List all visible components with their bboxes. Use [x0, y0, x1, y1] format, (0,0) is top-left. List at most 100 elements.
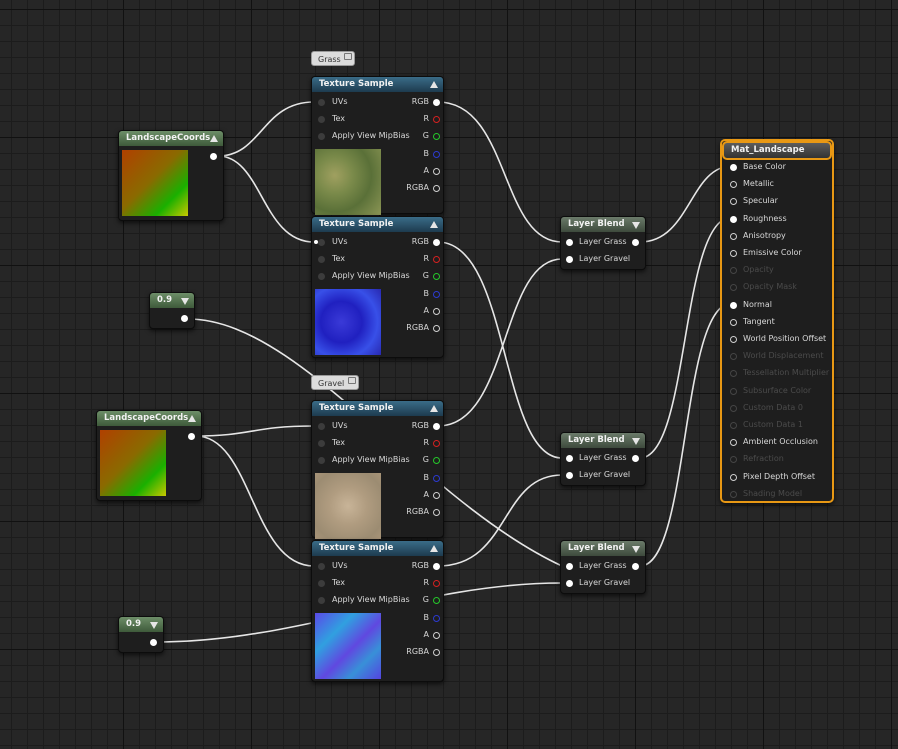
comment-gravel[interactable]: Gravel [311, 375, 359, 390]
pin-r-output[interactable] [433, 256, 440, 263]
node-header[interactable]: Layer Blend [561, 217, 645, 232]
pin-output[interactable] [210, 153, 217, 160]
pin-b-output[interactable] [433, 151, 440, 158]
pin-rgb-output[interactable] [433, 239, 440, 246]
layer-blend-node-albedo[interactable]: Layer Blend Layer Grass Layer Gravel [560, 216, 646, 270]
pin-a-output[interactable] [433, 308, 440, 315]
pin-uvs-input[interactable] [318, 99, 325, 106]
texture-sample-node-grass-normal[interactable]: Texture Sample UVs Tex Apply View MipBia… [311, 216, 444, 358]
pin-a-output[interactable] [433, 492, 440, 499]
collapse-triangle-icon[interactable] [430, 81, 438, 88]
pin-layer-grass-input[interactable] [566, 563, 573, 570]
landscape-coords-node-2[interactable]: LandscapeCoords [96, 410, 202, 501]
constant-node-1[interactable]: 0.9 [149, 292, 195, 329]
pin-layer-gravel-input[interactable] [566, 256, 573, 263]
pin-r-output[interactable] [433, 440, 440, 447]
texture-sample-node-gravel-albedo[interactable]: Texture Sample UVs Tex Apply View MipBia… [311, 400, 444, 539]
pin-rgb-output[interactable] [433, 563, 440, 570]
material-input-pin[interactable] [730, 198, 737, 206]
material-input-pin[interactable] [730, 250, 737, 257]
pin-layer-grass-input[interactable] [566, 455, 573, 462]
pin-r-output[interactable] [433, 580, 440, 587]
material-input-pin[interactable] [730, 336, 737, 343]
constant-value[interactable]: 0.9 [157, 295, 173, 305]
node-header[interactable]: Layer Blend [561, 541, 645, 556]
pin-uvs-input[interactable] [318, 423, 325, 430]
constant-node-2[interactable]: 0.9 [118, 616, 164, 653]
pin-tex-input[interactable] [318, 580, 325, 587]
pin-output[interactable] [632, 455, 639, 462]
collapse-triangle-icon[interactable] [430, 545, 438, 552]
pin-tex-input[interactable] [318, 440, 325, 447]
pin-g-output[interactable] [433, 273, 440, 280]
node-header[interactable]: Texture Sample [312, 401, 443, 416]
layer-blend-node-roughness[interactable]: Layer Blend Layer Grass Layer Gravel [560, 540, 646, 594]
node-header[interactable]: Texture Sample [312, 541, 443, 556]
pin-b-output[interactable] [433, 615, 440, 622]
pin-a-output[interactable] [433, 168, 440, 175]
pin-rgb-output[interactable] [433, 423, 440, 430]
pin-b-output[interactable] [433, 291, 440, 298]
pin-tex-input[interactable] [318, 256, 325, 263]
pin-layer-grass-input[interactable] [566, 239, 573, 246]
collapse-triangle-icon[interactable] [188, 415, 196, 422]
pin-layer-gravel-input[interactable] [566, 472, 573, 479]
comment-grass[interactable]: Grass [311, 51, 355, 66]
material-input-pin[interactable] [730, 439, 737, 447]
node-header[interactable]: Layer Blend [561, 433, 645, 448]
pin-uvs-input[interactable] [318, 563, 325, 570]
material-input-pin[interactable] [730, 473, 737, 481]
pin-uvs-input[interactable] [318, 239, 325, 246]
material-input-pin[interactable] [730, 232, 737, 240]
node-header[interactable]: Mat_Landscape [722, 141, 832, 160]
pin-tex-input[interactable] [318, 116, 325, 123]
pin-rgba-output[interactable] [433, 649, 440, 656]
pin-r-output[interactable] [433, 116, 440, 123]
pin-mipbias-input[interactable] [318, 597, 325, 604]
pin-b-output[interactable] [433, 475, 440, 482]
node-header[interactable]: LandscapeCoords [97, 411, 201, 426]
material-input-pin[interactable] [730, 215, 737, 223]
pin-rgba-output[interactable] [433, 325, 440, 332]
collapse-triangle-icon[interactable] [181, 298, 189, 305]
node-header[interactable]: 0.9 [150, 293, 194, 308]
node-header[interactable]: LandscapeCoords [119, 131, 223, 146]
material-input-pin[interactable] [730, 301, 737, 309]
layer-blend-node-normal[interactable]: Layer Blend Layer Grass Layer Gravel [560, 432, 646, 486]
texture-sample-node-gravel-normal[interactable]: Texture Sample UVs Tex Apply View MipBia… [311, 540, 444, 682]
constant-value[interactable]: 0.9 [126, 619, 142, 629]
pin-output[interactable] [181, 315, 188, 322]
landscape-coords-node-1[interactable]: LandscapeCoords [118, 130, 224, 221]
texture-sample-node-grass-albedo[interactable]: Texture Sample UVs Tex Apply View MipBia… [311, 76, 444, 215]
pin-layer-gravel-input[interactable] [566, 580, 573, 587]
pin-g-output[interactable] [433, 597, 440, 604]
pin-mipbias-input[interactable] [318, 457, 325, 464]
pin-rgba-output[interactable] [433, 509, 440, 516]
collapse-triangle-icon[interactable] [430, 405, 438, 412]
pin-output[interactable] [150, 639, 157, 646]
pin-output[interactable] [632, 239, 639, 246]
collapse-triangle-icon[interactable] [632, 438, 640, 445]
collapse-triangle-icon[interactable] [632, 546, 640, 553]
node-header[interactable]: Texture Sample [312, 217, 443, 232]
material-input-pin[interactable] [730, 318, 737, 326]
pin-a-output[interactable] [433, 632, 440, 639]
collapse-triangle-icon[interactable] [430, 221, 438, 228]
collapse-triangle-icon[interactable] [150, 622, 158, 629]
pin-output[interactable] [632, 563, 639, 570]
pin-rgb-output[interactable] [433, 99, 440, 106]
node-header[interactable]: Texture Sample [312, 77, 443, 92]
material-input-pin[interactable] [730, 164, 737, 171]
pin-rgba-output[interactable] [433, 185, 440, 192]
pin-output[interactable] [188, 433, 195, 440]
collapse-triangle-icon[interactable] [632, 222, 640, 229]
pin-mipbias-input[interactable] [318, 273, 325, 280]
material-input-pin[interactable] [730, 181, 737, 189]
pin-g-output[interactable] [433, 133, 440, 140]
pin-g-output[interactable] [433, 457, 440, 464]
pin-mipbias-input[interactable] [318, 133, 325, 140]
node-header[interactable]: 0.9 [119, 617, 163, 632]
collapse-triangle-icon[interactable] [210, 135, 218, 142]
